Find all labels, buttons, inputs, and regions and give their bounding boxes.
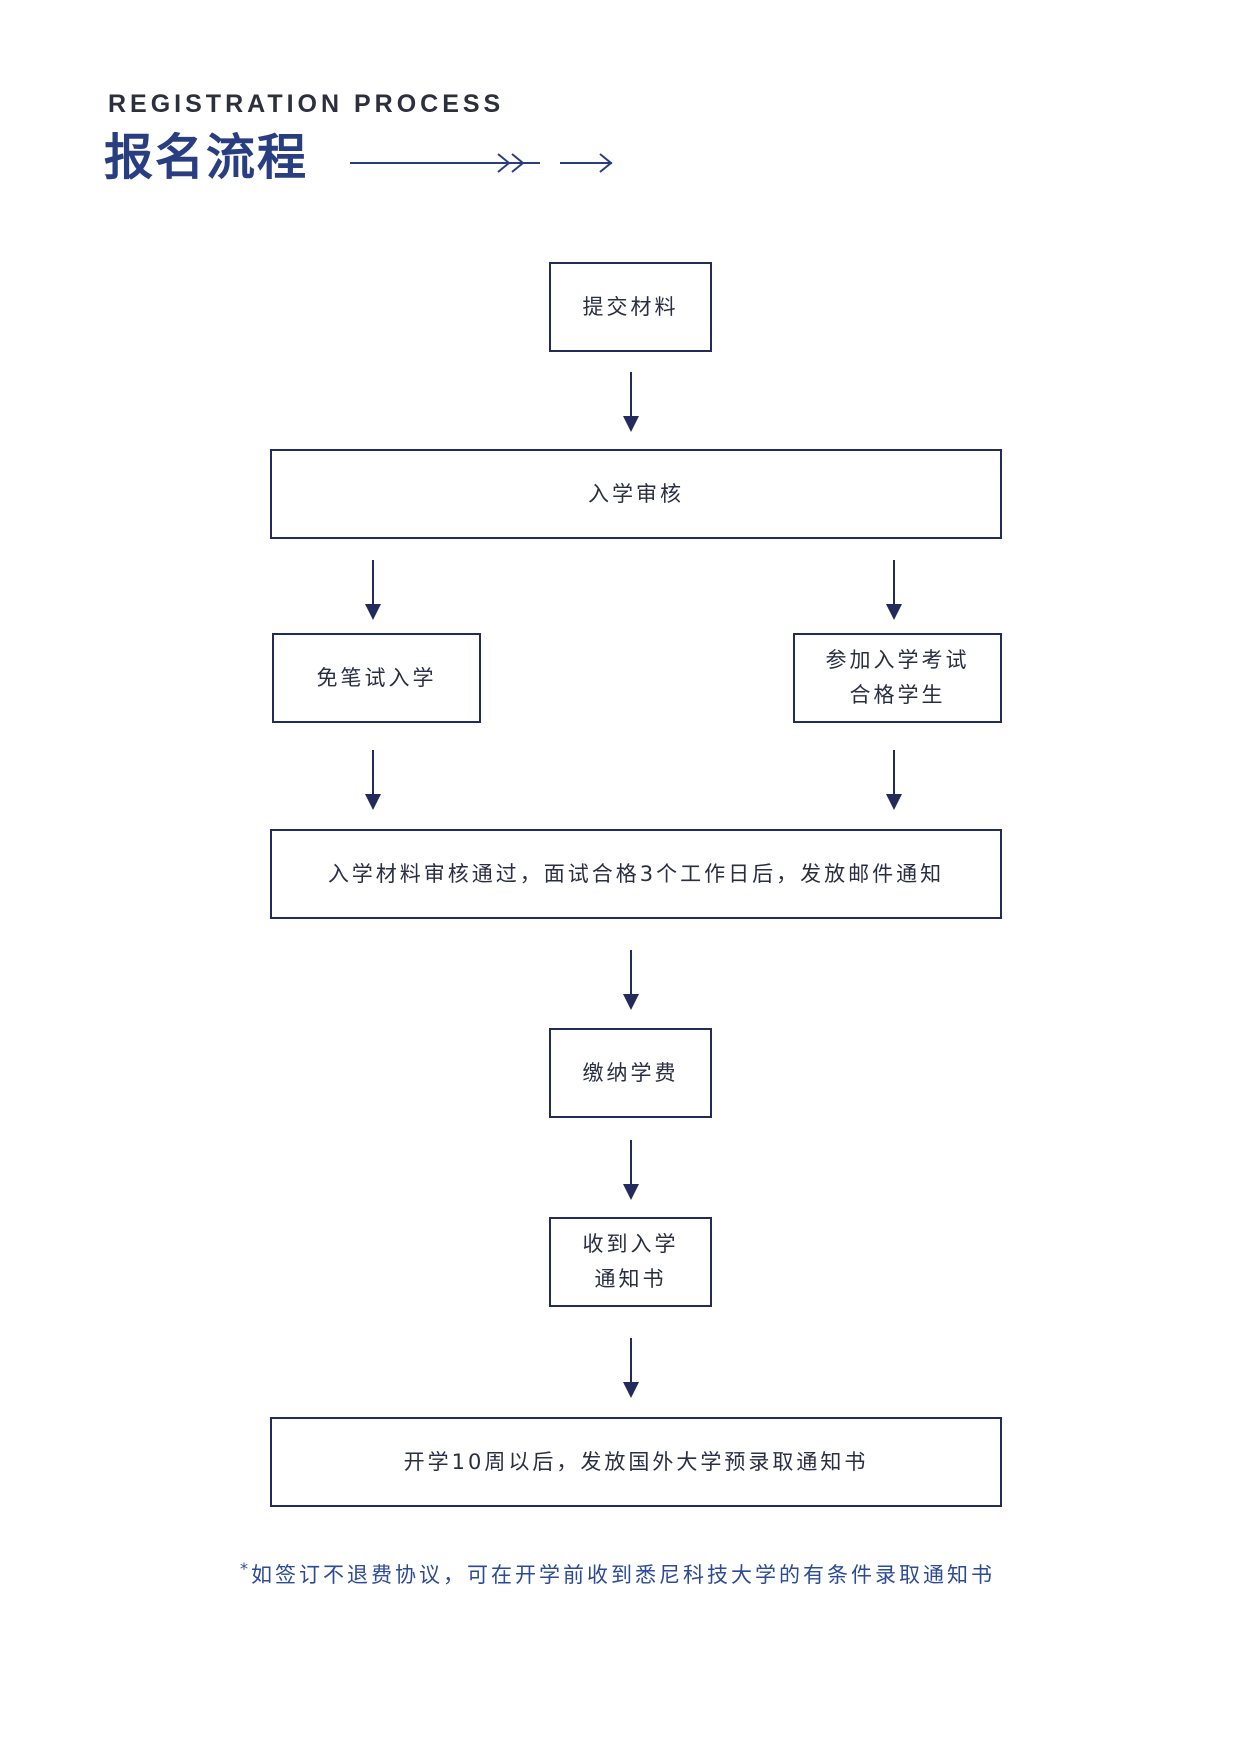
arrow-down-icon xyxy=(365,750,381,810)
arrow-down-icon xyxy=(623,1140,639,1200)
step-email-notice: 入学材料审核通过，面试合格3个工作日后，发放邮件通知 xyxy=(270,829,1002,919)
arrow-down-icon xyxy=(886,750,902,810)
arrow-down-icon xyxy=(623,950,639,1010)
step-receive-admission: 收到入学 通知书 xyxy=(549,1217,712,1307)
footnote-text: 如签订不退费协议，可在开学前收到悉尼科技大学的有条件录取通知书 xyxy=(251,1563,995,1587)
step-entrance-exam-line1: 参加入学考试 xyxy=(825,648,970,672)
step-entrance-exam: 参加入学考试 合格学生 xyxy=(793,633,1002,723)
step-pay-tuition-label: 缴纳学费 xyxy=(582,1060,679,1085)
step-email-notice-label: 入学材料审核通过，面试合格3个工作日后，发放邮件通知 xyxy=(327,861,945,886)
arrow-down-icon xyxy=(623,372,639,432)
step-receive-admission-line2: 通知书 xyxy=(594,1267,667,1291)
arrow-down-icon xyxy=(623,1338,639,1398)
arrow-down-icon xyxy=(886,560,902,620)
step-pre-offer-label: 开学10周以后，发放国外大学预录取通知书 xyxy=(403,1449,869,1474)
step-pay-tuition: 缴纳学费 xyxy=(549,1028,712,1118)
decorative-arrows-icon xyxy=(350,153,613,173)
arrow-down-icon xyxy=(365,560,381,620)
step-receive-admission-line1: 收到入学 xyxy=(582,1232,679,1256)
eyebrow-label: REGISTRATION PROCESS xyxy=(108,90,505,118)
step-entrance-exam-line2: 合格学生 xyxy=(849,683,946,707)
step-submit-materials-label: 提交材料 xyxy=(582,294,679,319)
footnote-asterisk: * xyxy=(240,1559,251,1578)
step-admission-review: 入学审核 xyxy=(270,449,1002,539)
page-title: 报名流程 xyxy=(104,129,309,186)
step-pre-offer: 开学10周以后，发放国外大学预录取通知书 xyxy=(270,1417,1002,1507)
step-exam-exempt-label: 免笔试入学 xyxy=(316,665,437,690)
step-submit-materials: 提交材料 xyxy=(549,262,712,352)
step-exam-exempt: 免笔试入学 xyxy=(272,633,481,723)
step-admission-review-label: 入学审核 xyxy=(588,481,684,506)
footnote: *如签订不退费协议，可在开学前收到悉尼科技大学的有条件录取通知书 xyxy=(240,1559,1040,1589)
